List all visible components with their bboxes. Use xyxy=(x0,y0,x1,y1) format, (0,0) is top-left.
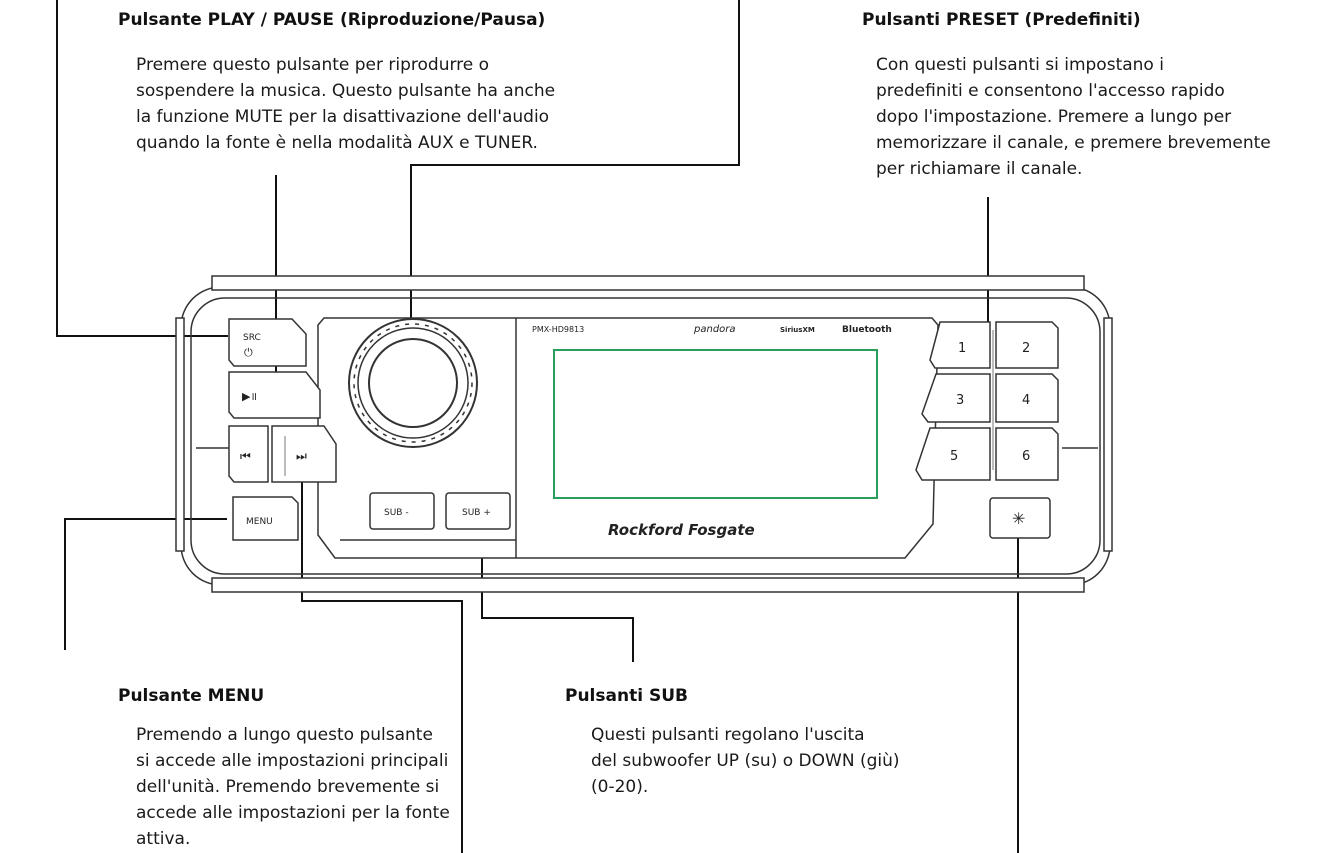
leader-line-knob xyxy=(410,0,740,385)
menu-label: MENU xyxy=(246,517,273,527)
src-label: SRC xyxy=(243,333,261,343)
dim-icon: ✳ xyxy=(1012,509,1025,528)
menu-line: Premendo a lungo questo pulsante xyxy=(136,725,433,745)
menu-line: accede alle impostazioni per la fonte xyxy=(136,803,450,823)
sub-up-label: SUB + xyxy=(462,508,491,518)
sub-callout-text: Questi pulsanti regolano l'uscita del su… xyxy=(591,722,900,800)
menu-button[interactable] xyxy=(232,496,299,541)
next-track-button[interactable] xyxy=(271,425,337,483)
play-pause-line: Premere questo pulsante per riprodurre o xyxy=(136,55,490,75)
menu-callout-title: Pulsante MENU xyxy=(118,686,265,706)
display-screen xyxy=(553,349,878,499)
preset-button-5[interactable] xyxy=(915,427,991,481)
leader-line-next xyxy=(301,450,463,853)
sub-callout-title: Pulsanti SUB xyxy=(565,686,688,706)
right-flange xyxy=(1103,317,1113,552)
preset-button-6[interactable] xyxy=(995,427,1059,481)
menu-line: dell'unità. Premendo brevemente si xyxy=(136,777,440,797)
power-icon: ⏻ xyxy=(244,346,253,359)
bottom-bar xyxy=(211,577,1085,593)
preset-6-label: 6 xyxy=(1022,449,1030,464)
sub-down-label: SUB - xyxy=(384,508,409,518)
preset-1-label: 1 xyxy=(958,341,966,356)
preset-button-3[interactable] xyxy=(921,373,991,423)
housing-inner xyxy=(190,297,1101,575)
prev-track-icon: ⏮ xyxy=(240,449,251,463)
preset-callout-title: Pulsanti PRESET (Predefiniti) xyxy=(862,10,1141,30)
preset-button-1[interactable] xyxy=(929,321,991,369)
sub-up-button[interactable] xyxy=(445,492,511,530)
play-pause-callout-text: Premere questo pulsante per riprodurre o… xyxy=(136,52,555,156)
preset-2-label: 2 xyxy=(1022,341,1030,356)
preset-4-label: 4 xyxy=(1022,393,1030,408)
leader-line-sub xyxy=(481,510,634,662)
play-pause-icon: ▶॥ xyxy=(242,390,257,403)
play-pause-line: sospendere la musica. Questo pulsante ha… xyxy=(136,81,556,101)
sub-line: Questi pulsanti regolano l'uscita xyxy=(591,725,865,745)
leader-line-menu xyxy=(64,518,227,650)
dim-button[interactable] xyxy=(989,497,1051,539)
preset-5-label: 5 xyxy=(950,449,958,464)
leader-line-src xyxy=(56,0,228,337)
src-power-button[interactable] xyxy=(228,318,307,367)
volume-knob[interactable] xyxy=(348,318,478,448)
brand-logo: Rockford Fosgate xyxy=(608,521,755,539)
preset-button-4[interactable] xyxy=(995,373,1059,423)
sub-line: del subwoofer UP (su) o DOWN (giù) xyxy=(591,751,900,771)
model-label: PMX-HD9813 xyxy=(532,325,584,334)
sub-down-button[interactable] xyxy=(369,492,435,530)
pandora-logo: pandora xyxy=(693,324,736,335)
left-flange xyxy=(175,317,185,552)
play-pause-button[interactable] xyxy=(228,371,321,419)
play-pause-callout-title: Pulsante PLAY / PAUSE (Riproduzione/Paus… xyxy=(118,10,546,30)
preset-line: predefiniti e consentono l'accesso rapid… xyxy=(876,81,1225,101)
menu-callout-text: Premendo a lungo questo pulsante si acce… xyxy=(136,722,450,852)
top-bar xyxy=(211,275,1085,291)
preset-line: dopo l'impostazione. Premere a lungo per xyxy=(876,107,1232,127)
preset-callout-text: Con questi pulsanti si impostano i prede… xyxy=(876,52,1271,182)
sub-line: (0-20). xyxy=(591,777,649,797)
prev-track-button[interactable] xyxy=(228,425,269,483)
preset-button-2[interactable] xyxy=(995,321,1059,369)
siriusxm-logo: SiriusXM xyxy=(780,326,815,334)
preset-line: per richiamare il canale. xyxy=(876,159,1083,179)
menu-line: si accede alle impostazioni principali xyxy=(136,751,449,771)
preset-line: Con questi pulsanti si impostano i xyxy=(876,55,1164,75)
play-pause-line: la funzione MUTE per la disattivazione d… xyxy=(136,107,550,127)
play-pause-line: quando la fonte è nella modalità AUX e T… xyxy=(136,133,538,153)
preset-line: memorizzare il canale, e premere breveme… xyxy=(876,133,1271,153)
bluetooth-logo: Bluetooth xyxy=(842,325,892,335)
next-track-icon: ⏭ xyxy=(296,449,307,463)
menu-line: attiva. xyxy=(136,829,191,849)
preset-3-label: 3 xyxy=(956,393,964,408)
